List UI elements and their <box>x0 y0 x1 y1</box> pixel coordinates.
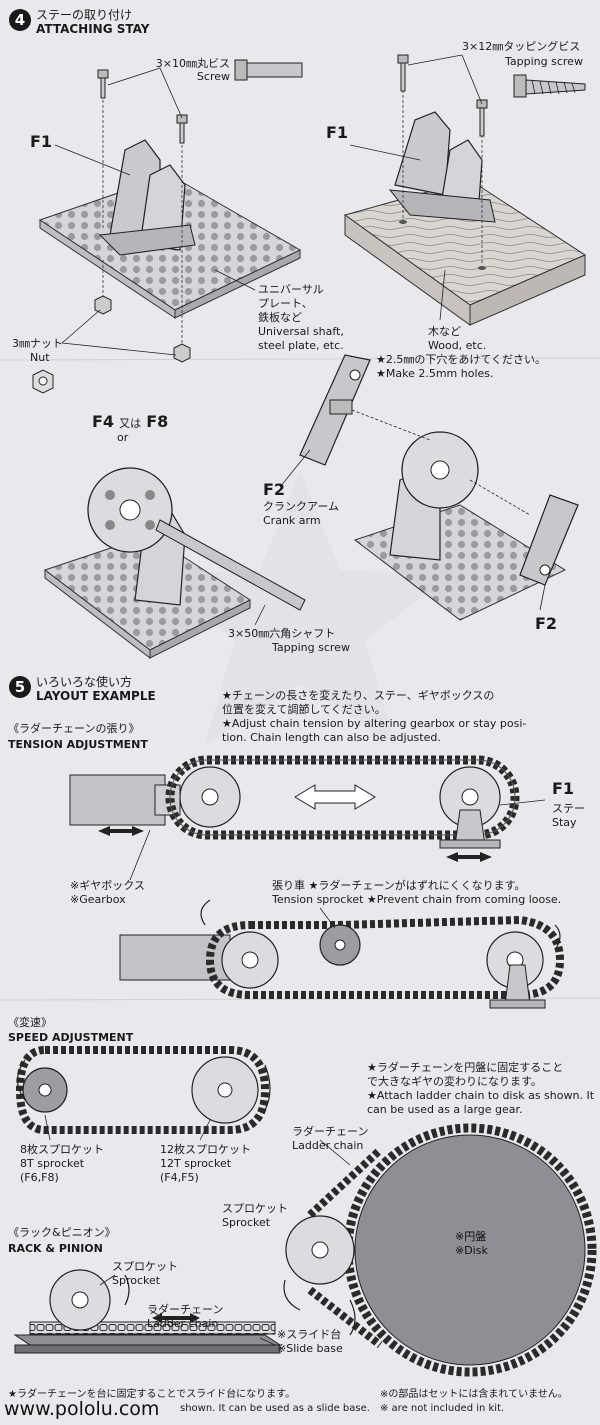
speed-title-jp: 《変速》 <box>8 1016 52 1029</box>
stay-en: Stay <box>552 816 577 829</box>
f4-or-f8-label: F4 又は F8 <box>92 412 168 431</box>
disk-note-jp-1: ★ラダーチェーンを円盤に固定すること <box>367 1061 564 1074</box>
rack-sprocket-en: Sprocket <box>112 1274 161 1287</box>
step-5-badge: 5 <box>9 676 31 698</box>
gearbox-jp: ※ギヤボックス <box>70 879 145 892</box>
universal-plate-assembly <box>32 59 303 394</box>
holes-note-jp: ★2.5㎜の下穴をあけてください。 <box>376 353 547 366</box>
rack-title-jp: 《ラック&ピニオン》 <box>8 1226 116 1239</box>
part-f1-left: F1 <box>30 132 53 151</box>
holes-note-en: ★Make 2.5mm holes. <box>376 367 494 380</box>
tension-example-1 <box>69 755 546 881</box>
slide-base-jp: ※スライド台 <box>277 1328 342 1341</box>
speed-title-en: SPEED ADJUSTMENT <box>8 1031 134 1044</box>
disk-note-jp-2: で大きなギヤの変わりになります。 <box>367 1075 542 1088</box>
not-included-en: ※ are not included in kit. <box>380 1403 505 1414</box>
tapping-screw-label-en: Tapping screw <box>505 55 583 68</box>
rack-sprocket-jp: スプロケット <box>112 1260 178 1273</box>
sprocket-en: Sprocket <box>222 1216 271 1229</box>
website-watermark: www.pololu.com <box>4 1398 160 1420</box>
universal-shaft-jp-1: ユニバーサル <box>258 283 324 296</box>
sprocket-8t-parts: (F6,F8) <box>20 1171 59 1184</box>
sprocket-jp: スプロケット <box>222 1202 288 1215</box>
tapping-screw-label-jp: 3×12㎜タッピングビス <box>462 40 581 53</box>
screw-label-jp: 3×10㎜丸ビス <box>155 57 230 70</box>
disk-note-en-1: ★Attach ladder chain to disk as shown. I… <box>367 1089 595 1102</box>
disk-jp: ※円盤 <box>455 1230 487 1243</box>
sprocket-8t-jp: 8枚スプロケット <box>20 1143 104 1156</box>
sprocket-12t-parts: (F4,F5) <box>160 1171 199 1184</box>
hex-shaft-en: Tapping screw <box>272 641 350 654</box>
slide-base-note-en: shown. It can be used as a slide base. <box>180 1403 370 1414</box>
part-f1-stay: F1 <box>552 779 575 798</box>
rack-ladder-en: Ladder chain <box>147 1317 219 1330</box>
crank-arm-en: Crank arm <box>263 514 321 527</box>
part-f8: F8 <box>146 412 169 431</box>
part-f1-right: F1 <box>326 123 349 142</box>
adjust-note-jp-1: ★チェーンの長さを変えたり、ステー、ギヤボックスの <box>222 689 495 702</box>
screw-label-en: Screw <box>196 70 230 83</box>
wood-label-jp: 木など <box>428 325 461 338</box>
sprocket-12t-jp: 12枚スプロケット <box>160 1143 251 1156</box>
not-included-jp: ※の部品はセットには含まれていません。 <box>380 1389 568 1400</box>
step-5-title-jp: いろいろな使い方 <box>36 675 133 689</box>
part-f2-right: F2 <box>535 614 558 633</box>
sprocket-shaft-assembly <box>43 467 306 660</box>
nut-label-jp: 3㎜ナット <box>12 337 63 350</box>
tension-sprocket-jp: 張り車 ★ラダーチェーンがはずれにくくなります。 <box>272 879 526 892</box>
slide-base-note-jp: ★ラダーチェーンを台に固定することでスライド台になります。 <box>8 1389 296 1400</box>
rack-ladder-jp: ラダーチェーン <box>147 1303 224 1316</box>
disk-note-en-2: can be used as a large gear. <box>367 1103 523 1116</box>
nut-label-en: Nut <box>30 351 50 364</box>
universal-shaft-en-1: Universal shaft, <box>258 325 344 338</box>
rack-pinion-example <box>13 1269 282 1354</box>
tension-sprocket-en: Tension sprocket ★Prevent chain from com… <box>272 893 562 906</box>
wood-label-en: Wood, etc. <box>428 339 487 352</box>
stay-jp: ステー <box>552 802 585 815</box>
universal-shaft-en-2: steel plate, etc. <box>258 339 344 352</box>
tension-title-jp: 《ラダーチェーンの張り》 <box>8 722 140 735</box>
speed-example <box>15 1046 271 1141</box>
adjust-note-jp-2: 位置を変えて調節してください。 <box>222 703 386 716</box>
sprocket-8t-en: 8T sprocket <box>20 1157 85 1170</box>
ladder-chain-jp: ラダーチェーン <box>292 1125 369 1138</box>
step-4-badge: 4 <box>9 9 31 31</box>
universal-shaft-jp-3: 鉄板など <box>258 311 302 324</box>
step-4-title-jp: ステーの取り付け <box>36 8 133 22</box>
universal-shaft-jp-2: プレート、 <box>258 297 313 310</box>
tension-example-2 <box>119 899 565 1009</box>
slide-base-en: ※Slide base <box>277 1342 343 1355</box>
rack-title-en: RACK & PINION <box>8 1242 103 1255</box>
disk-en: ※Disk <box>455 1244 488 1257</box>
adjust-note-en-2: tion. Chain length can also be adjusted. <box>222 731 441 744</box>
or-en: or <box>117 431 129 444</box>
crank-arm-assembly <box>279 354 579 621</box>
disk-example <box>283 1123 597 1377</box>
or-jp: 又は <box>119 417 142 430</box>
sprocket-12t-en: 12T sprocket <box>160 1157 232 1170</box>
wood-assembly <box>343 54 587 326</box>
hex-shaft-jp: 3×50㎜六角シャフト <box>228 627 336 640</box>
gearbox-en: ※Gearbox <box>70 893 126 906</box>
part-f4: F4 <box>92 412 115 431</box>
part-f2-left: F2 <box>263 480 286 499</box>
step-5-title-en: LAYOUT EXAMPLE <box>36 689 156 703</box>
ladder-chain-en: Ladder chain <box>292 1139 364 1152</box>
tension-title-en: TENSION ADJUSTMENT <box>8 738 148 751</box>
step-4-title-en: ATTACHING STAY <box>36 22 150 36</box>
adjust-note-en-1: ★Adjust chain tension by altering gearbo… <box>222 717 527 730</box>
crank-arm-jp: クランクアーム <box>263 500 340 513</box>
